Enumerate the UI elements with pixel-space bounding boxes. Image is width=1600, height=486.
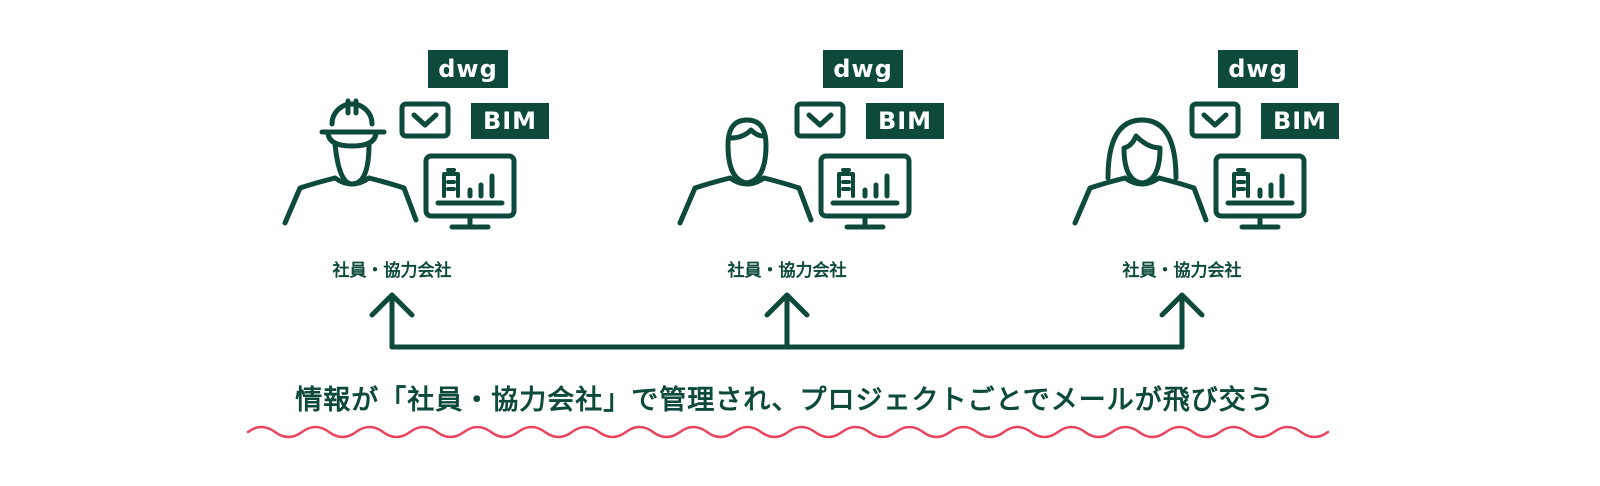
dwg-tag: dwg: [1218, 50, 1298, 88]
dwg-tag: dwg: [428, 50, 508, 88]
arrow-up-1: [369, 292, 415, 350]
arrow-up-3: [1159, 292, 1205, 350]
group-woman: [1072, 117, 1209, 226]
caption: 情報が「社員・協力会社」で管理され、プロジェクトごとでメールが飛び交う: [295, 385, 1275, 416]
group-worker: [282, 98, 419, 226]
devices-2: [794, 101, 912, 230]
envelope-icon: [399, 101, 451, 139]
monitor-icon: [423, 153, 517, 230]
group-label: 社員・協力会社: [1122, 261, 1242, 281]
bim-tag: BIM: [866, 103, 944, 139]
devices-1: [399, 101, 517, 230]
woman-icon: [1072, 117, 1209, 226]
connector-arrows: [369, 292, 1205, 350]
devices-3: [1189, 101, 1307, 230]
group-label: 社員・協力会社: [727, 261, 847, 281]
man-icon: [677, 117, 814, 226]
group-man: [677, 117, 814, 226]
group-label: 社員・協力会社: [332, 261, 452, 281]
bim-tag: BIM: [471, 103, 549, 139]
hardhat-worker-icon: [282, 98, 419, 226]
wavy-underline: [246, 425, 1330, 439]
envelope-icon: [794, 101, 846, 139]
envelope-icon: [1189, 101, 1241, 139]
dwg-tag: dwg: [823, 50, 903, 88]
bim-tag: BIM: [1261, 103, 1339, 139]
monitor-icon: [818, 153, 912, 230]
monitor-icon: [1213, 153, 1307, 230]
arrow-up-2: [764, 292, 810, 350]
